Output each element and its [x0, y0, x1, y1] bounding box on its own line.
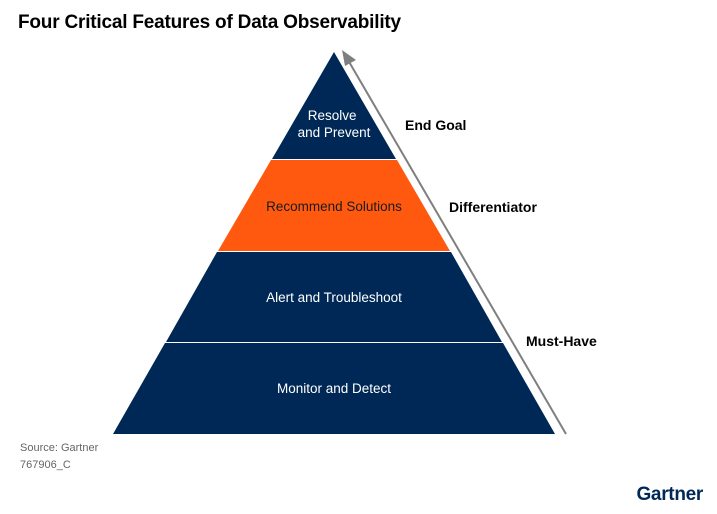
- diagram-title: Four Critical Features of Data Observabi…: [18, 12, 401, 33]
- pyramid-level-alert-and-troubleshoot: [166, 252, 502, 342]
- source-note: Source: Gartner: [20, 442, 99, 454]
- pyramid-level-monitor-and-detect: [113, 343, 555, 434]
- pyramid-level-resolve-and-prevent: [272, 52, 396, 159]
- label-must-have: Must-Have: [526, 333, 597, 349]
- progression-arrow: [347, 59, 567, 435]
- gartner-logo: Gartner: [636, 484, 703, 505]
- level-label-recommend-solutions: Recommend Solutions: [266, 199, 402, 214]
- pyramid-level-recommend-solutions: [218, 160, 450, 251]
- level-label-resolve-and-prevent: Resolve and Prevent: [298, 108, 371, 140]
- document-id: 767906_C: [20, 459, 71, 471]
- label-differentiator: Differentiator: [449, 199, 537, 215]
- progression-arrowhead-icon: [342, 50, 356, 66]
- label-end-goal: End Goal: [405, 117, 467, 133]
- level-label-alert-and-troubleshoot: Alert and Troubleshoot: [266, 290, 402, 305]
- level-label-monitor-and-detect: Monitor and Detect: [277, 381, 391, 396]
